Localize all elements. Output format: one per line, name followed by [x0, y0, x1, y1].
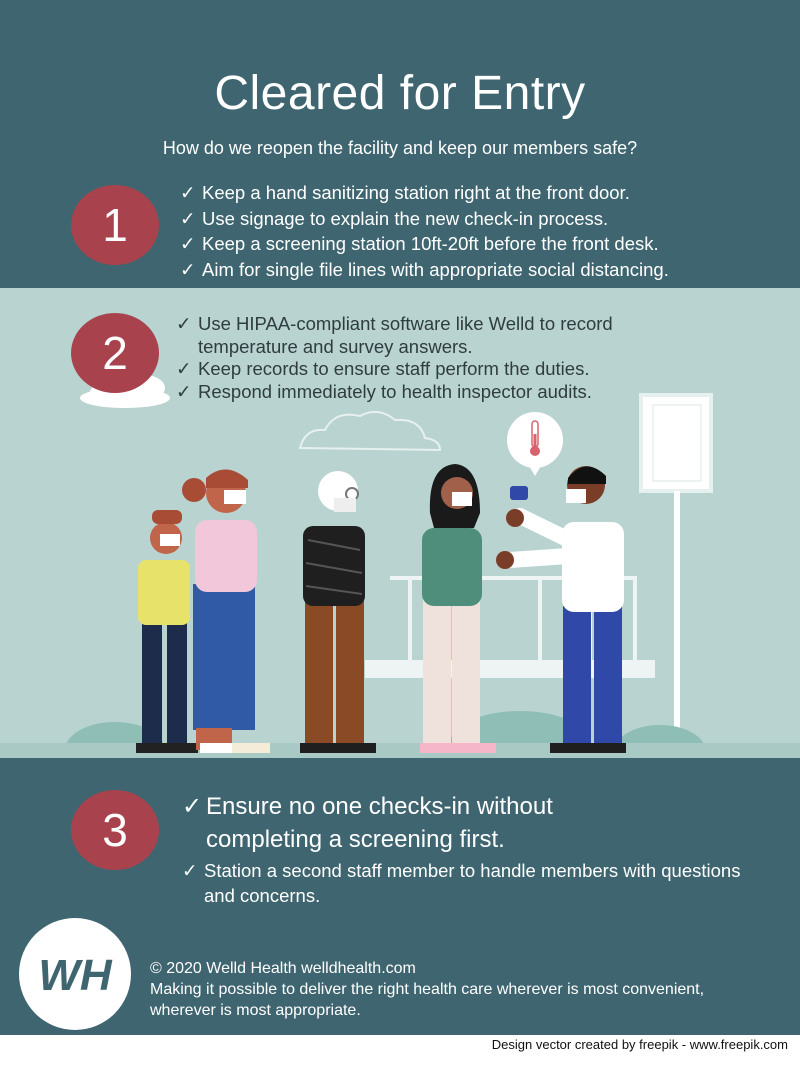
child-figure — [136, 510, 198, 753]
copyright-text: © 2020 Welld Health welldhealth.com — [150, 960, 416, 977]
woman-pink-figure — [182, 469, 270, 753]
page-title: Cleared for Entry — [214, 67, 586, 120]
list-item: ✓Station a second staff member to handle… — [182, 860, 741, 906]
list-item: ✓Use HIPAA-compliant software like Welld… — [176, 313, 613, 357]
check-icon: ✓ — [176, 358, 192, 379]
step-2-badge: 2 — [71, 313, 159, 393]
design-credit: Design vector created by freepik - www.f… — [491, 1037, 788, 1052]
check-icon: ✓ — [182, 860, 198, 881]
logo-mark: WH — [38, 951, 113, 1000]
check-icon: ✓ — [180, 182, 196, 203]
welld-health-logo-icon: WH — [19, 918, 131, 1030]
list-item: ✓Use signage to explain the new check-in… — [180, 206, 669, 232]
thermometer-icon — [507, 412, 563, 476]
page-subtitle: How do we reopen the facility and keep o… — [162, 138, 638, 158]
check-icon: ✓ — [180, 207, 196, 229]
list-item: ✓Keep a hand sanitizing station right at… — [180, 180, 669, 206]
step-2-list: ✓Use HIPAA-compliant software like Welld… — [176, 313, 676, 403]
check-icon: ✓ — [180, 233, 196, 254]
list-item: ✓Ensure no one checks-in without complet… — [182, 790, 662, 856]
footer-text: © 2020 Welld Health welldhealth.com Maki… — [150, 958, 770, 1021]
step-1-badge: 1 — [71, 185, 159, 265]
logo-text: WH — [38, 951, 113, 1000]
step-3-list: ✓Station a second staff member to handle… — [182, 858, 742, 908]
sign-board-icon — [639, 393, 713, 753]
woman-green-figure — [420, 464, 496, 753]
check-icon: ✓ — [180, 258, 196, 280]
step-3-badge: 3 — [71, 790, 159, 870]
people-queue-illustration — [0, 374, 800, 758]
tagline-text: Making it possible to deliver the right … — [150, 981, 705, 1019]
older-man-figure — [300, 471, 376, 753]
list-item: ✓Aim for single file lines with appropri… — [180, 257, 669, 283]
step-1-list: ✓Keep a hand sanitizing station right at… — [180, 180, 669, 282]
list-item: ✓Keep a screening station 10ft-20ft befo… — [180, 231, 669, 257]
credit-band — [0, 1035, 800, 1067]
list-item: ✓Respond immediately to health inspector… — [176, 380, 592, 402]
list-item: ✓Keep records to ensure staff perform th… — [176, 358, 590, 379]
check-icon: ✓ — [182, 793, 203, 820]
staff-screener-figure — [496, 466, 626, 753]
step-3-headline-list: ✓Ensure no one checks-in without complet… — [182, 790, 662, 856]
cloud-outline-icon — [298, 410, 442, 452]
check-icon: ✓ — [176, 313, 192, 334]
check-icon: ✓ — [176, 380, 192, 402]
